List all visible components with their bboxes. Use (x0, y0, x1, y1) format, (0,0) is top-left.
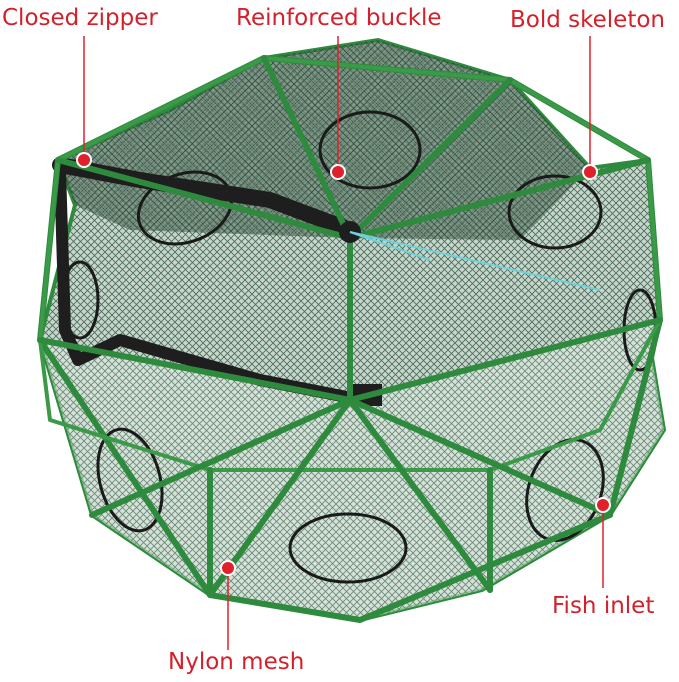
reinforced-buckle-pointer-dot (330, 164, 346, 180)
fish-inlet-ring (318, 110, 422, 190)
bold-skeleton-spokes (37, 55, 663, 598)
fishing-trap-net (37, 37, 667, 623)
nylon-mesh-label: Nylon mesh (168, 649, 305, 675)
fish-inlet-ring (507, 174, 603, 250)
fish-inlet-ring (96, 427, 164, 533)
reinforced-buckle (339, 221, 601, 291)
closed-zipper-label: Closed zipper (2, 5, 158, 31)
reinforced-buckle-label: Reinforced buckle (236, 5, 442, 31)
fish-inlet-pointer-dot (595, 497, 611, 513)
bold-skeleton-pointer-dot (582, 164, 598, 180)
bold-skeleton-label: Bold skeleton (510, 7, 665, 33)
closed-zipper-pointer-dot (76, 152, 92, 168)
fish-inlet-ring (288, 512, 408, 584)
nylon-mesh-pointer-dot (220, 560, 236, 576)
fish-inlet-label: Fish inlet (552, 593, 655, 619)
inner-frame (38, 56, 662, 472)
callout-pointers (76, 36, 611, 650)
